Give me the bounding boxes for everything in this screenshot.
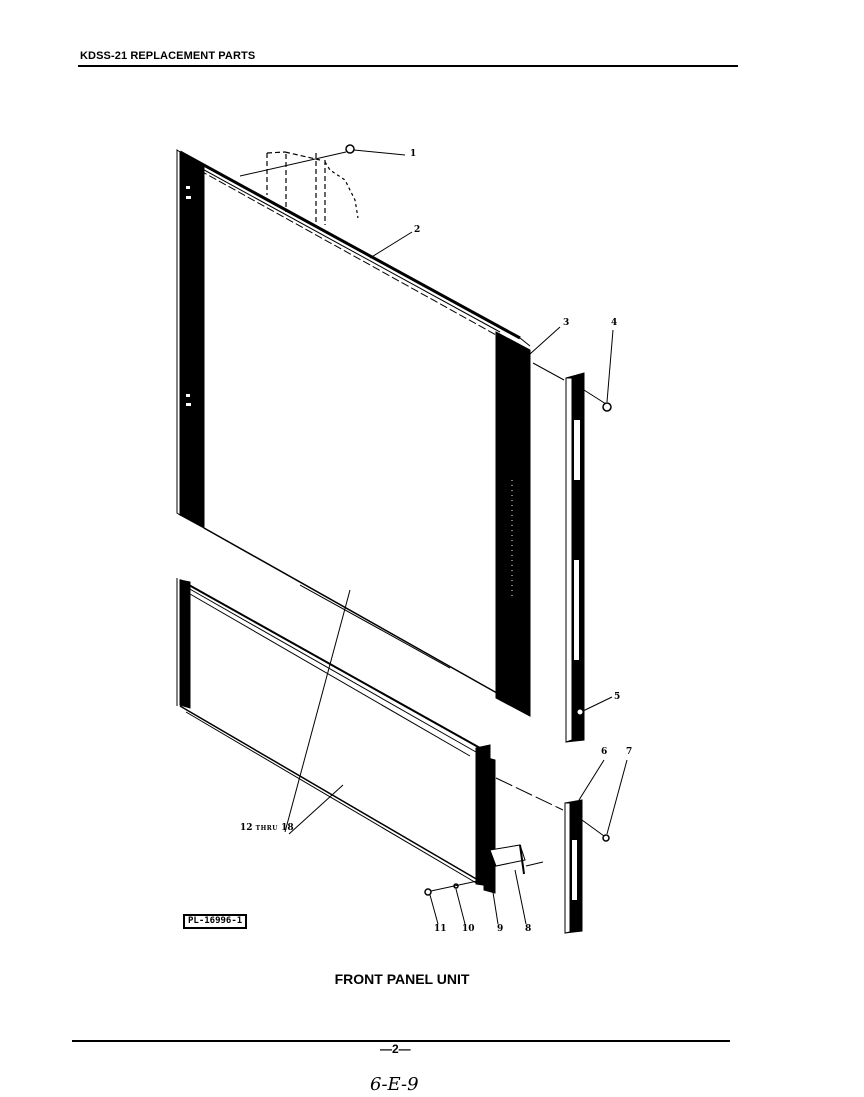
callout-2: 2 [414, 225, 421, 235]
callout-11: 11 [434, 924, 447, 934]
diagram-caption: FRONT PANEL UNIT [334, 971, 470, 987]
callout-8: 8 [525, 924, 532, 934]
lower-kick-panel [176, 578, 544, 896]
handwritten-note: 6-E-9 [370, 1074, 419, 1095]
footer-rule [72, 1040, 730, 1042]
callout-6: 6 [601, 747, 608, 757]
leaders-12-thru-18 [284, 589, 351, 835]
callout-5: 5 [614, 692, 621, 702]
lower-leaders [429, 869, 527, 925]
page-number: —2— [380, 1042, 411, 1056]
header-title: KDSS-21 REPLACEMENT PARTS [80, 50, 256, 62]
callout-12-thru-18: 12 THRU 18 [240, 823, 294, 833]
callout-7: 7 [626, 747, 633, 757]
plate-id-label: PL-16996-1 [183, 914, 248, 929]
upper-front-panel [176, 149, 531, 717]
callout-12: 12 [240, 823, 253, 833]
callout-3: 3 [563, 318, 570, 328]
mounting-bracket-dashed [266, 151, 359, 225]
callout-1: 1 [410, 149, 417, 159]
callout-10: 10 [462, 924, 475, 934]
header-rule [78, 65, 738, 67]
callout-thru: THRU [255, 825, 279, 832]
callout-18: 18 [281, 823, 294, 833]
callout-9: 9 [497, 924, 504, 934]
part-1-screw [239, 144, 406, 177]
callout-4: 4 [611, 318, 618, 328]
lower-trim-strip [495, 759, 628, 934]
leader-2 [369, 231, 413, 259]
right-trim-strip [529, 326, 614, 743]
